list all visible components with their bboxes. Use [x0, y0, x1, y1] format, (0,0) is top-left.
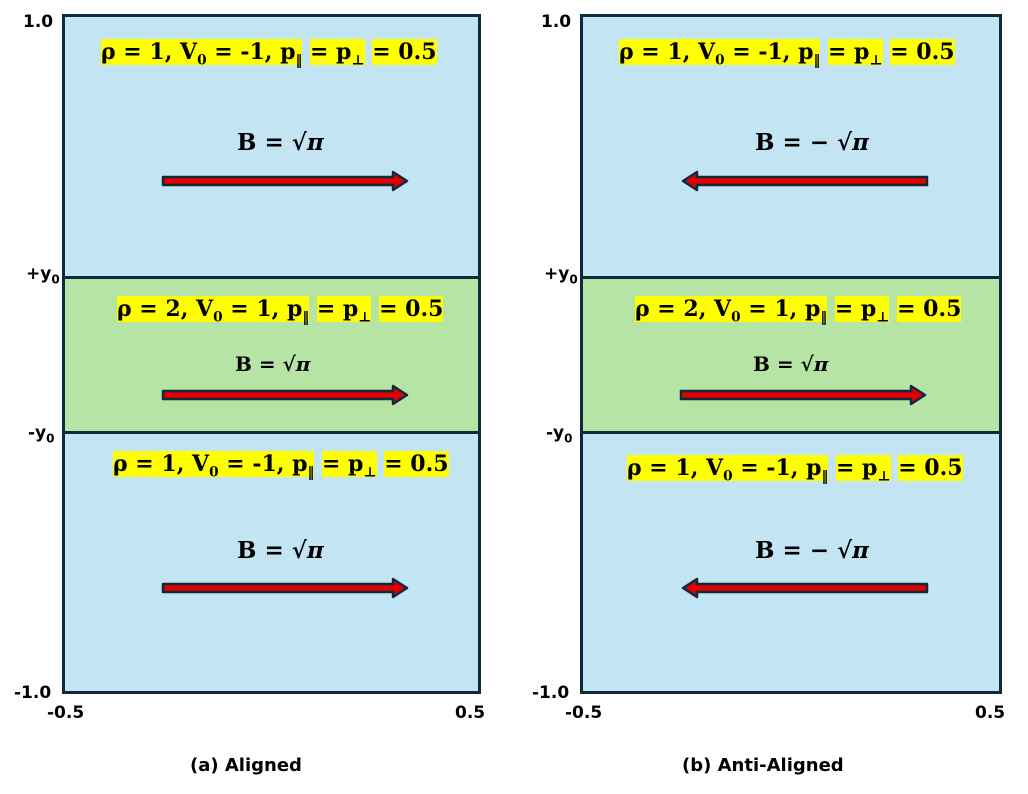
y-tick-plus-y0: +y0 — [544, 264, 578, 287]
middle-region-params: ρ = 2, V0 = 1, p‖ = p⊥ = 0.5 — [117, 296, 444, 326]
top-region-field-arrow — [161, 170, 409, 192]
x-tick-right: 0.5 — [975, 703, 1006, 723]
panel-aligned: ρ = 1, V0 = -1, p‖ = p⊥ = 0.5 B = √π ρ =… — [62, 14, 481, 694]
panel-anti-aligned: ρ = 1, V0 = -1, p‖ = p⊥ = 0.5 B = − √π ρ… — [580, 14, 1002, 694]
caption-anti-aligned: (b) Anti-Aligned — [682, 755, 844, 776]
y-tick-minus-y0: -y0 — [546, 423, 573, 446]
y-tick-bottom: -1.0 — [14, 683, 52, 703]
y-tick-minus-y0: -y0 — [28, 423, 55, 446]
top-region-field-label: B = − √π — [755, 129, 869, 156]
top-region-field-arrow — [681, 170, 929, 192]
upper-interface-line — [65, 276, 478, 279]
bottom-region-field-arrow — [681, 577, 929, 599]
lower-interface-line — [583, 431, 999, 434]
x-tick-right: 0.5 — [455, 703, 486, 723]
top-region-params: ρ = 1, V0 = -1, p‖ = p⊥ = 0.5 — [619, 39, 955, 69]
bottom-region-field-arrow — [161, 577, 409, 599]
bottom-region-params: ρ = 1, V0 = -1, p‖ = p⊥ = 0.5 — [113, 451, 449, 481]
bottom-region-params: ρ = 1, V0 = -1, p‖ = p⊥ = 0.5 — [627, 455, 963, 485]
x-tick-left: -0.5 — [47, 703, 85, 723]
top-region-params: ρ = 1, V0 = -1, p‖ = p⊥ = 0.5 — [101, 39, 437, 69]
y-tick-top: 1.0 — [23, 12, 54, 32]
caption-aligned: (a) Aligned — [190, 755, 302, 776]
y-tick-plus-y0: +y0 — [26, 264, 60, 287]
top-region-field-label: B = √π — [237, 129, 324, 156]
y-tick-top: 1.0 — [541, 12, 572, 32]
lower-interface-line — [65, 431, 478, 434]
middle-region-field-arrow — [161, 384, 409, 406]
middle-region-field-label: B = √π — [235, 352, 311, 376]
middle-region-params: ρ = 2, V0 = 1, p‖ = p⊥ = 0.5 — [635, 296, 962, 326]
x-tick-left: -0.5 — [565, 703, 603, 723]
bottom-region-field-label: B = √π — [237, 537, 324, 564]
upper-interface-line — [583, 276, 999, 279]
y-tick-bottom: -1.0 — [532, 683, 570, 703]
bottom-region-field-label: B = − √π — [755, 537, 869, 564]
middle-region-field-label: B = √π — [753, 352, 829, 376]
middle-region-field-arrow — [679, 384, 927, 406]
